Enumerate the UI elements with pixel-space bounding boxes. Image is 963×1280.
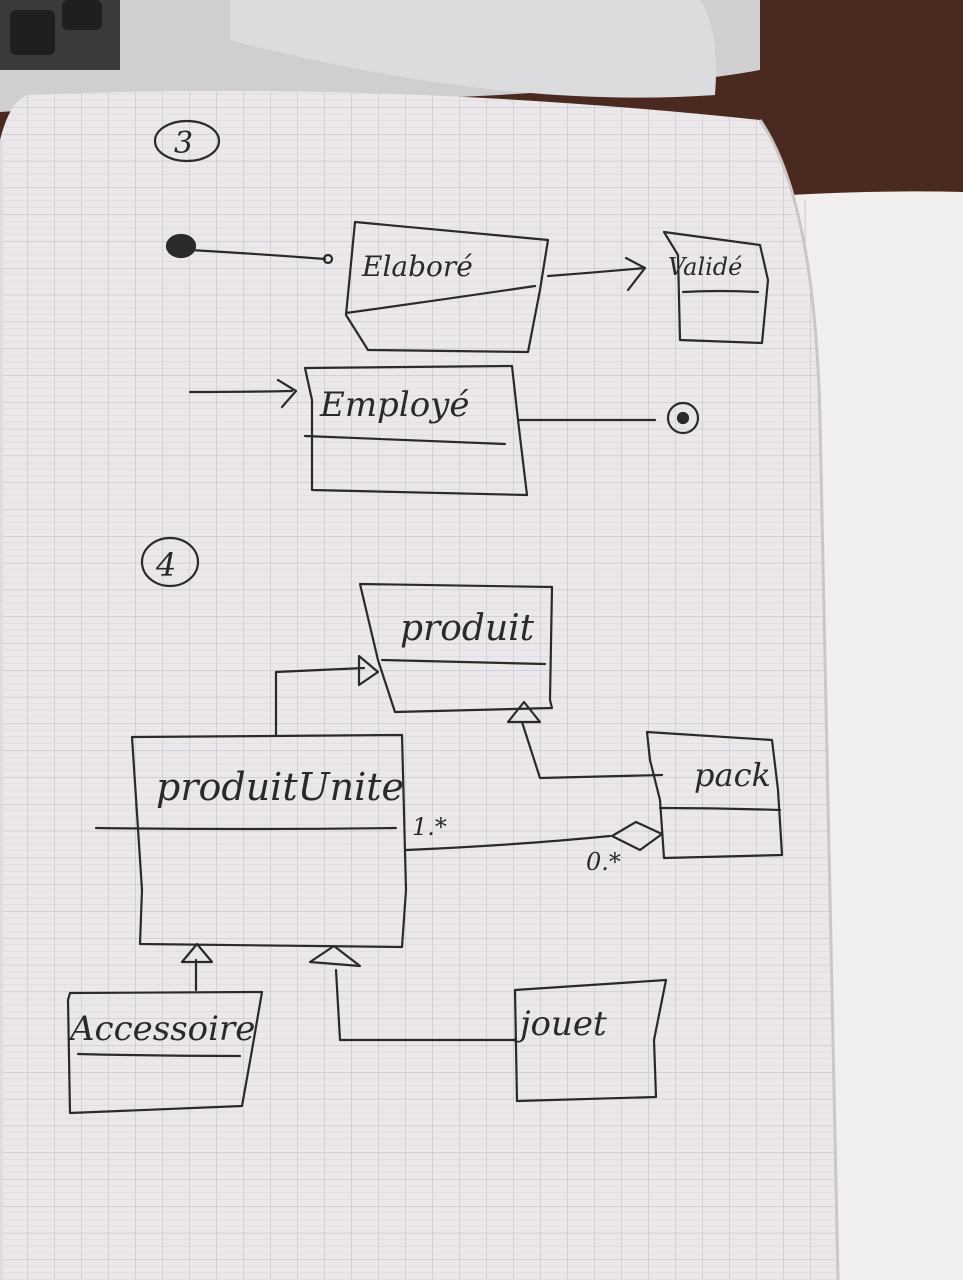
class-box-jouet: jouet: [513, 978, 668, 1103]
state-label-valide: Validé: [668, 253, 742, 281]
inheritance-jouet-unite: [334, 968, 517, 1042]
state-box-valide: Validé: [662, 230, 770, 345]
state-label-elabore: Elaboré: [361, 250, 473, 283]
state-box-elabore: Elaboré: [344, 220, 550, 354]
initial-state-dot: [165, 233, 197, 259]
laptop-trackpad: [230, 0, 716, 98]
arrow-into-employe: [188, 389, 294, 394]
class-box-produit: produit: [358, 582, 554, 714]
multiplicity-pack: 0.*: [586, 848, 621, 876]
class-box-pack: pack: [645, 730, 784, 860]
inheritance-unite-produit: [274, 666, 366, 737]
class-label-produit-unite: produitUnite: [156, 765, 404, 809]
arrow-elabore-valide: [546, 266, 647, 278]
section-4-number: 4: [140, 536, 200, 588]
state-label-employe: Employé: [319, 385, 470, 425]
section-3-label: 3: [174, 126, 193, 161]
state-box-employe: Employé: [303, 364, 529, 497]
multiplicity-unite: 1.*: [412, 813, 447, 841]
class-label-jouet: jouet: [513, 1004, 607, 1044]
aggregation-unite-pack: [404, 834, 612, 852]
final-state: [666, 401, 700, 435]
section-3-number: 3: [153, 119, 221, 163]
section-4-label: 4: [155, 546, 176, 584]
class-label-accessoire: Accessoire: [67, 1009, 255, 1049]
class-box-produit-unite: produitUnite: [94, 733, 408, 949]
inheritance-pack-produit: [520, 720, 664, 780]
class-label-pack: pack: [694, 756, 771, 794]
class-box-accessoire: Accessoire: [66, 990, 264, 1115]
class-label-produit: produit: [400, 608, 535, 649]
